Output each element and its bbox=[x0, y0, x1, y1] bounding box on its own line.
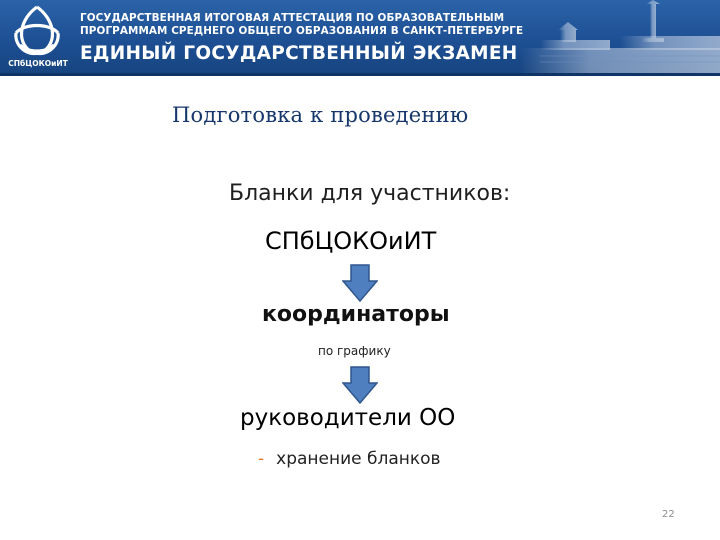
header-exam-title: ЕДИНЫЙ ГОСУДАРСТВЕННЫЙ ЭКЗАМЕН bbox=[80, 43, 518, 64]
down-arrow-icon bbox=[342, 264, 378, 302]
blanki-heading: Бланки для участников: bbox=[229, 181, 511, 206]
bullet-dash: - bbox=[258, 449, 265, 469]
page-number: 22 bbox=[662, 509, 675, 520]
bullet-item: -хранение бланков bbox=[258, 449, 441, 469]
spbcokoit-logo: СПбЦОКОиИТ bbox=[6, 3, 68, 73]
step-school-heads: руководители ОО bbox=[240, 405, 456, 431]
header-line-1: ГОСУДАРСТВЕННАЯ ИТОГОВАЯ АТТЕСТАЦИЯ ПО О… bbox=[80, 12, 505, 24]
logo-caption: СПбЦОКОиИТ bbox=[8, 59, 68, 68]
city-skyline-image bbox=[520, 0, 720, 73]
schedule-note: по графику bbox=[318, 344, 391, 358]
down-arrow-icon bbox=[342, 366, 378, 404]
header-banner: СПбЦОКОиИТ ГОСУДАРСТВЕННАЯ ИТОГОВАЯ АТТЕ… bbox=[0, 0, 720, 76]
header-line-2: ПРОГРАММАМ СРЕДНЕГО ОБЩЕГО ОБРАЗОВАНИЯ В… bbox=[80, 25, 524, 37]
triquetra-logo-icon bbox=[14, 5, 60, 56]
slide-title: Подготовка к проведению bbox=[172, 103, 469, 127]
step-coordinators: координаторы bbox=[262, 302, 450, 327]
step-spbcokoit: СПбЦОКОиИТ bbox=[265, 227, 437, 255]
bullet-text: хранение бланков bbox=[276, 449, 441, 469]
header-divider bbox=[0, 73, 720, 76]
